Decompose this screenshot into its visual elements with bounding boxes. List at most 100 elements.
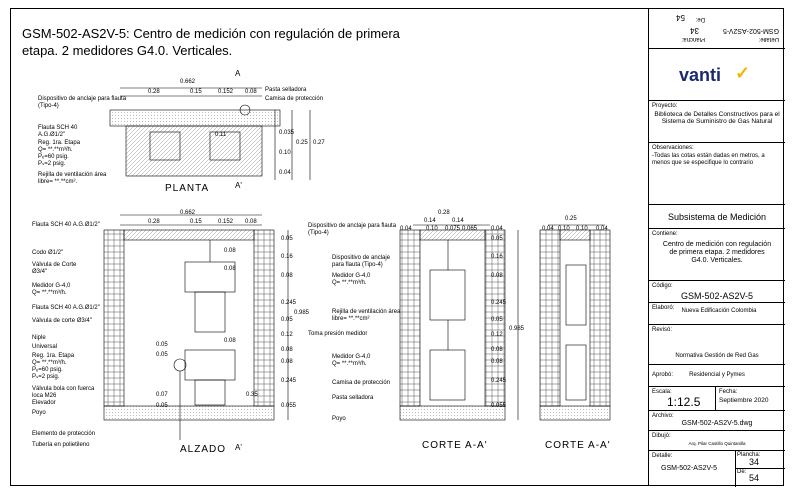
corte1-label-medidor-2-q: Q= **.**m³/h. xyxy=(332,361,367,367)
alzado-label-anclaje: Dispositivo de anclaje para flauta (Tipo… xyxy=(308,223,397,236)
drawing-sheet xyxy=(10,8,784,486)
reviso-value: Normativa Gestión de Red Gas xyxy=(675,353,759,359)
fecha-value: Septiembre 2020 xyxy=(719,397,769,404)
aprobo-row: Aprobó: Residencial y Pymes xyxy=(649,364,785,386)
vanti-logo: vanti xyxy=(679,65,722,85)
corte2-dim-top-1: 0.25 xyxy=(565,216,577,222)
corte1-label-camisa: Camisa de protección xyxy=(332,380,391,386)
corte1-dim-bottom-4: 0.065 xyxy=(462,226,478,232)
detalle-row: Detalle: GSM-502-AS2V-5 Plancha: 34 De: … xyxy=(649,450,785,487)
observaciones-row: Observaciones: -Todas las cotas están da… xyxy=(649,142,785,204)
mirror-de-num: 54 xyxy=(676,13,685,22)
planta-dim-4: 0.08 xyxy=(245,89,257,95)
detalle-divider xyxy=(735,451,736,487)
alzado-label-elemento: Elemento de protección xyxy=(32,431,96,437)
title-block: Detalle: GSM-502-AS2V-5 Plancha: 34 De: … xyxy=(648,8,785,487)
planta-dim-total: 0.662 xyxy=(180,79,196,85)
detalle-label: Detalle: xyxy=(652,453,673,459)
alzado-label-valvula-bola: Válvula bola con fuerca loca M26 xyxy=(32,386,95,399)
corte1-label-rejilla: Rejilla de ventilación área libre= **.**… xyxy=(332,309,401,322)
plancha-value: 34 xyxy=(749,457,760,467)
check-icon: ✓ xyxy=(735,63,751,83)
alzado-right-dim-9: 0.245 xyxy=(281,378,297,384)
de-value: 54 xyxy=(749,473,760,483)
alzado-label-medidor-q: Q= **.**m³/h. xyxy=(32,290,67,296)
observaciones-value: -Todas las cotas están dadas en metros, … xyxy=(652,153,765,166)
mirror-de-label: De: xyxy=(695,16,705,22)
alzado-label-universal: Universal xyxy=(32,344,58,350)
elaboro-value: Nueva Edificación Colombia xyxy=(681,308,757,314)
dibujo-value: Arq. Pilar Castillo Quintanilla xyxy=(688,441,746,446)
alzado-inner-dim-1: 0.08 xyxy=(224,248,236,254)
planta-dim-side-c: 0.10 xyxy=(279,150,291,156)
escala-divider xyxy=(715,387,716,411)
codigo-row: Código: GSM-502-AS2V-5 xyxy=(649,280,785,302)
alzado-right-dim-1: 0.05 xyxy=(281,236,293,242)
corte2-dim-top-4: 0.10 xyxy=(576,226,588,232)
alzado-right-dim-3: 0.08 xyxy=(281,273,293,279)
mirrored-header: Detalle: GSM-502-AS2V-5 Plancha: 34 De: … xyxy=(649,8,785,48)
alzado-inner-dim-7: 0.07 xyxy=(156,392,168,398)
planta-dim-side-e: 0.27 xyxy=(313,140,325,146)
de-label: De: xyxy=(737,469,747,475)
alzado-right-dim-8: 0.08 xyxy=(281,359,293,365)
mirror-code: GSM-502-AS2V-5 xyxy=(722,27,779,34)
alzado-label-toma: Toma presión medidor xyxy=(308,331,368,337)
corte1-right-dim-1: 0.05 xyxy=(491,236,503,242)
section-marker-a: A xyxy=(235,69,241,78)
plancha-label: Plancha: xyxy=(737,452,761,458)
corte1-right-dim-6: 0.12 xyxy=(491,332,503,338)
alzado-label-niple: Niple xyxy=(32,335,46,341)
codigo-value: GSM-502-AS2V-5 xyxy=(680,291,754,301)
alzado-label-elevador: Elevador xyxy=(32,400,56,406)
elaboro-row: Elaboró: Nueva Edificación Colombia xyxy=(649,302,785,324)
corte1-label-medidor: Medidor G-4,0 xyxy=(332,273,371,279)
alzado-label-reg-ps: Pₛ=2 psig. xyxy=(32,374,60,380)
view-title-alzado: ALZADO xyxy=(180,444,227,455)
escala-label: Escala: xyxy=(652,389,672,395)
drawing-title: GSM-502-AS2V-5: Centro de medición con r… xyxy=(22,26,400,58)
detalle-value: GSM-502-AS2V-5 xyxy=(661,465,718,472)
alzado-right-dim-10: 0.055 xyxy=(281,403,297,409)
escala-row: Escala: 1:12.5 Fecha: Septiembre 2020 xyxy=(649,386,785,411)
subsistema-value: Subsistema de Medición xyxy=(667,212,767,222)
planta-label-camisa: Camisa de protección xyxy=(265,96,324,102)
alzado-dim-3: 0.152 xyxy=(218,219,234,225)
alzado-dim-2: 0.15 xyxy=(190,219,202,225)
corte2-dim-top-5: 0.04 xyxy=(596,226,608,232)
aprobo-value: Residencial y Pymes xyxy=(689,372,745,378)
plancha-divider xyxy=(735,468,785,469)
alzado-inner-dim-6: 0.35 xyxy=(246,392,258,398)
alzado-label-flauta-2: Flauta SCH 40 A.G.Ø1/2" xyxy=(32,305,100,311)
contiene-row: Contiene: Centro de medición con regulac… xyxy=(649,228,785,280)
view-title-corte-2: CORTE A-A' xyxy=(545,440,611,451)
alzado-label-flauta: Flauta SCH 40 A.G.Ø1/2" xyxy=(32,222,100,228)
alzado-label-reg-q: Q= **.**m³/h. xyxy=(32,360,67,366)
corte2-dim-top-2: 0.04 xyxy=(542,226,554,232)
alzado-label-tuberia: Tubería en polietileno xyxy=(32,442,90,448)
alzado-label-valvula-corte: Válvula de Corte Ø3/4" xyxy=(32,262,77,275)
section-marker-alzado: A' xyxy=(235,443,242,452)
archivo-value: GSM-502-AS2V-5.dwg xyxy=(681,420,753,427)
view-title-planta: PLANTA xyxy=(165,183,210,194)
corte1-dim-bottom-5: 0.04 xyxy=(491,226,503,232)
alzado-right-dim-5: 0.05 xyxy=(281,317,293,323)
reviso-row: Revisó: Normativa Gestión de Red Gas xyxy=(649,324,785,364)
corte1-dim-bottom-3: 0.075 xyxy=(445,226,461,232)
alzado-label-valvula-2: Válvula de corte Ø3/4" xyxy=(32,318,92,324)
corte1-dim-top-2: 0.14 xyxy=(424,218,436,224)
section-marker-a-prime: A' xyxy=(235,181,242,190)
logo-row: vanti ✓ xyxy=(649,48,785,100)
corte1-right-dim-10: 0.055 xyxy=(491,403,507,409)
mirror-plancha-num: 34 xyxy=(690,26,699,35)
dibujo-row: Dibujó: Arq. Pilar Castillo Quintanilla xyxy=(649,430,785,450)
archivo-row: Archivo: GSM-502-AS2V-5.dwg xyxy=(649,410,785,430)
corte1-label-poyo: Poyo xyxy=(332,416,346,422)
alzado-dim-total: 0.662 xyxy=(180,210,196,216)
alzado-label-medidor: Medidor G-4,0 xyxy=(32,283,71,289)
planta-label-reg: Reg. 1ra. Etapa xyxy=(38,140,81,146)
archivo-label: Archivo: xyxy=(652,413,674,419)
planta-dim-side-a: 0.11 xyxy=(215,132,227,138)
alzado-inner-dim-4: 0.05 xyxy=(156,352,168,358)
